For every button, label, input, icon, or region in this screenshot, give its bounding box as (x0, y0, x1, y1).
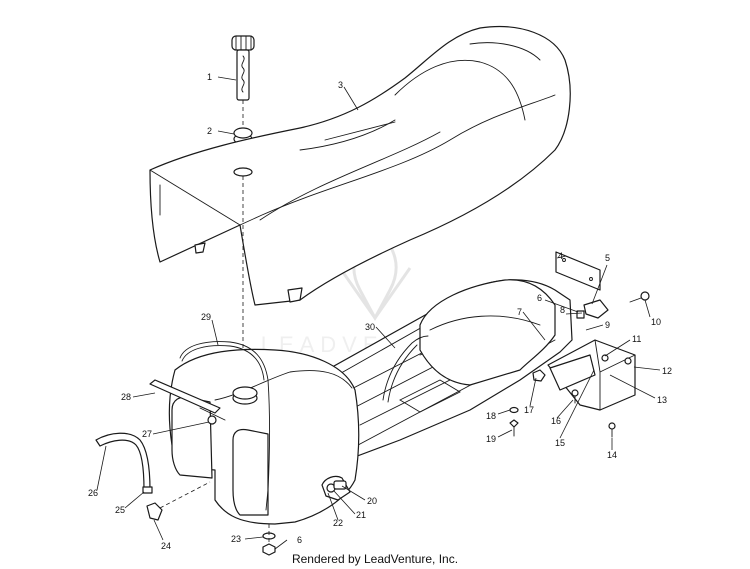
callout-18: 18 (486, 411, 496, 421)
callout-15: 15 (555, 438, 565, 448)
callout-5: 5 (605, 253, 610, 263)
callout-labels: 1 2 3 4 5 6 7 8 9 10 11 12 13 14 15 16 1… (88, 72, 672, 551)
callout-2: 2 (207, 126, 212, 136)
callout-11: 11 (632, 334, 641, 344)
callout-6-lower: 6 (297, 535, 302, 545)
clamp-25[interactable] (142, 486, 153, 494)
callout-19: 19 (486, 434, 496, 444)
cable-30[interactable] (382, 335, 429, 403)
fitting-27[interactable] (207, 415, 217, 425)
callout-27: 27 (142, 429, 152, 439)
nut-6[interactable] (262, 543, 276, 556)
elbow-fitting-24[interactable] (146, 502, 163, 521)
fuel-line-26[interactable] (95, 432, 151, 491)
callout-22: 22 (333, 518, 343, 528)
callout-30: 30 (365, 322, 375, 332)
nut-17[interactable] (532, 369, 546, 382)
callout-16: 16 (551, 416, 561, 426)
callout-21: 21 (356, 510, 366, 520)
callout-8: 8 (560, 305, 565, 315)
callout-23: 23 (231, 534, 241, 544)
mounting-bolt-10[interactable] (629, 291, 650, 303)
callout-10: 10 (651, 317, 661, 327)
bolt-19[interactable] (509, 419, 519, 437)
callout-7: 7 (517, 307, 522, 317)
callout-28: 28 (121, 392, 131, 402)
rear-bumper[interactable] (419, 279, 556, 386)
seat-cover[interactable] (149, 25, 571, 306)
callout-26: 26 (88, 488, 98, 498)
callout-14: 14 (607, 450, 617, 460)
footer-credit: Rendered by LeadVenture, Inc. (292, 552, 458, 566)
screw-14[interactable] (608, 422, 616, 438)
tank-strap-28[interactable] (149, 379, 226, 421)
callout-29: 29 (201, 312, 211, 322)
callout-20: 20 (367, 496, 377, 506)
fuel-tank[interactable] (168, 348, 360, 525)
callout-12: 12 (662, 366, 672, 376)
callout-13: 13 (657, 395, 667, 405)
callout-4: 4 (558, 251, 563, 261)
callout-1: 1 (207, 72, 212, 82)
leader-lines (96, 76, 661, 550)
fuel-cap-gauge[interactable] (231, 35, 255, 101)
callout-3: 3 (338, 80, 343, 90)
callout-24: 24 (161, 541, 171, 551)
callout-9: 9 (605, 320, 610, 330)
callout-17: 17 (524, 405, 534, 415)
callout-25: 25 (115, 505, 125, 515)
bolt-16[interactable] (571, 389, 579, 404)
seat-mount-plate[interactable] (555, 251, 601, 291)
seat-latch[interactable] (576, 299, 609, 319)
callout-6: 6 (537, 293, 542, 303)
washer-18[interactable] (509, 406, 519, 414)
vent-hose-29[interactable] (179, 341, 270, 511)
